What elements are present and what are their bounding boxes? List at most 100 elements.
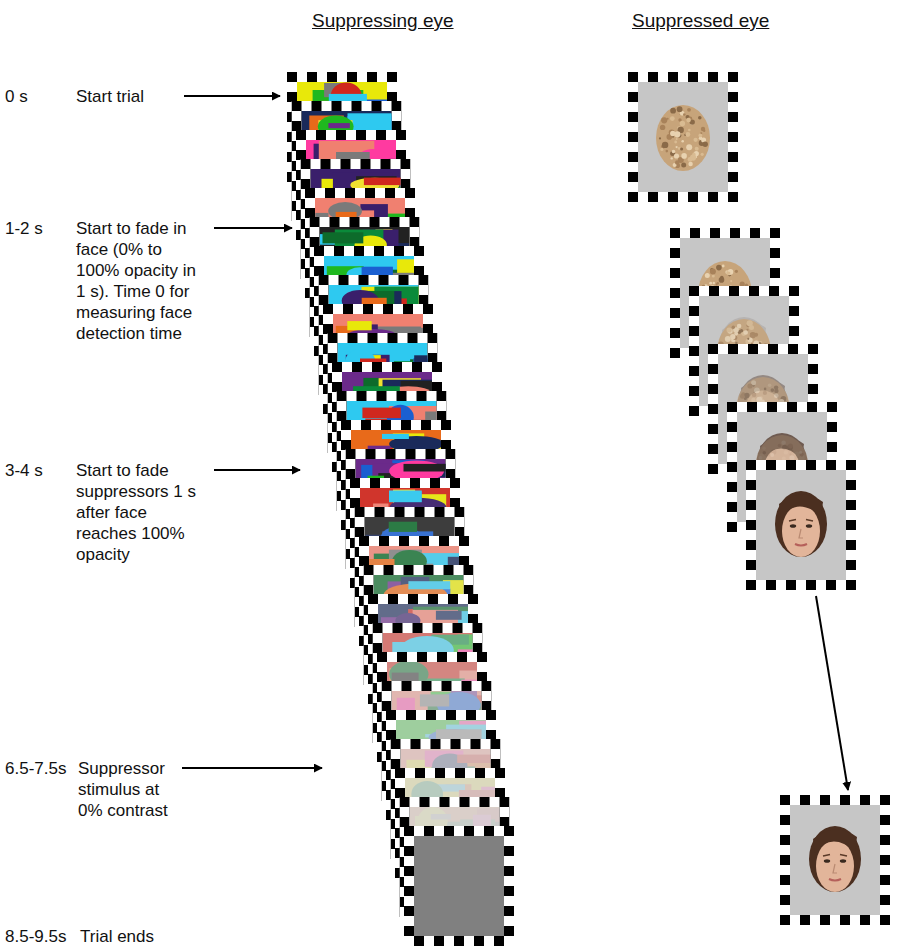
mondrian-patch	[457, 755, 490, 763]
blob-grain	[676, 146, 678, 148]
blob-grain	[681, 140, 684, 143]
step-description: Start to fade in face (0% to 100% opacit…	[76, 218, 208, 344]
column-heading: Suppressing eye	[312, 10, 454, 31]
blob-grain	[754, 333, 758, 337]
mouth	[829, 879, 841, 881]
blob-grain	[670, 116, 675, 121]
blob-grain	[735, 270, 738, 273]
mouth	[795, 544, 807, 546]
blob-grain	[698, 134, 702, 138]
blob-grain	[681, 163, 686, 168]
blob-grain	[771, 388, 775, 392]
blob-grain	[759, 456, 763, 460]
column-heading: Suppressed eye	[632, 10, 769, 31]
blob-grain	[670, 108, 676, 114]
hair	[809, 826, 861, 892]
mondrian-patch	[404, 464, 446, 472]
noise-blob	[656, 105, 710, 171]
mondrian-patch	[431, 814, 451, 819]
blob-grain	[734, 332, 738, 336]
blob-grain	[727, 271, 730, 274]
checker-border	[404, 826, 514, 946]
nose	[799, 529, 803, 538]
blob-grain	[698, 116, 702, 120]
eye	[840, 859, 846, 863]
mondrian-patch	[364, 178, 401, 186]
blob-grain	[737, 324, 742, 329]
blob-shape	[656, 105, 710, 171]
nose	[833, 864, 837, 873]
grey-field	[638, 82, 728, 192]
blob-grain	[778, 444, 781, 447]
blob-grain	[740, 394, 745, 399]
blob-grain	[768, 383, 772, 387]
mondrian-patch	[436, 611, 462, 620]
time-label: 8.5-9.5s	[5, 926, 66, 947]
blob-grain	[727, 327, 732, 332]
blob-grain	[688, 129, 691, 132]
mondrian-patch	[382, 434, 409, 439]
blob-grain	[735, 342, 737, 344]
step-description: Start trial	[76, 86, 144, 107]
blob-grain	[686, 144, 692, 150]
pointer-arrow	[184, 95, 280, 97]
blob-grain	[677, 106, 683, 112]
blob-grain	[743, 330, 748, 335]
step-description: Start to fade suppressors 1 s after face…	[76, 460, 208, 565]
mondrian-patch	[362, 408, 400, 419]
target-frame	[780, 795, 890, 925]
blob-grain	[789, 453, 791, 455]
blob-grain	[705, 273, 710, 278]
blob-grain	[713, 282, 715, 284]
blob-grain	[787, 445, 793, 451]
blob-grain	[709, 282, 712, 285]
blob-grain	[791, 450, 794, 453]
blob-grain	[674, 141, 677, 144]
mondrian-patch	[420, 694, 449, 706]
blob-grain	[671, 157, 673, 159]
grey-field	[756, 470, 846, 580]
suppressor-frames	[287, 72, 543, 946]
blob-grain	[703, 142, 708, 147]
time-label: 1-2 s	[5, 218, 43, 239]
blob-grain	[788, 444, 793, 449]
mondrian-patch	[323, 232, 364, 243]
hair-fringe	[779, 494, 823, 518]
blob-grain	[683, 113, 686, 116]
mondrian-patch	[389, 522, 417, 532]
blob-grain	[662, 142, 668, 148]
blob-grain	[781, 441, 786, 446]
face-image	[775, 491, 827, 557]
mondrian-patch	[347, 321, 371, 330]
grey-field	[414, 836, 504, 936]
eyebrow	[789, 520, 813, 522]
blob-grain	[747, 383, 752, 388]
checker-border	[746, 460, 856, 590]
blob-grain	[686, 132, 691, 137]
blob-grain	[774, 385, 778, 389]
blob-grain	[730, 334, 735, 339]
step-description: Suppressor stimulus at 0% contrast	[78, 758, 182, 821]
mondrian-patch	[389, 491, 422, 503]
time-label: 3-4 s	[5, 460, 43, 481]
blob-grain	[770, 453, 774, 457]
blob-grain	[694, 138, 698, 142]
blob-grain	[747, 338, 749, 340]
blob-grain	[710, 268, 716, 274]
blob-grain	[782, 457, 786, 461]
blob-grain	[675, 160, 679, 164]
target-frame	[746, 460, 856, 590]
pointer-arrow	[182, 767, 322, 769]
mondrian-patch	[408, 581, 450, 589]
blob-grain	[716, 265, 722, 271]
blob-grain	[701, 127, 705, 131]
blob-grain	[763, 451, 767, 455]
blob-grain	[695, 147, 699, 151]
blob-grain	[725, 336, 731, 342]
eye	[806, 524, 812, 528]
blob-grain	[728, 269, 734, 275]
blob-grain	[774, 394, 779, 399]
blob-grain	[676, 138, 678, 140]
pointer-arrow	[214, 469, 300, 471]
